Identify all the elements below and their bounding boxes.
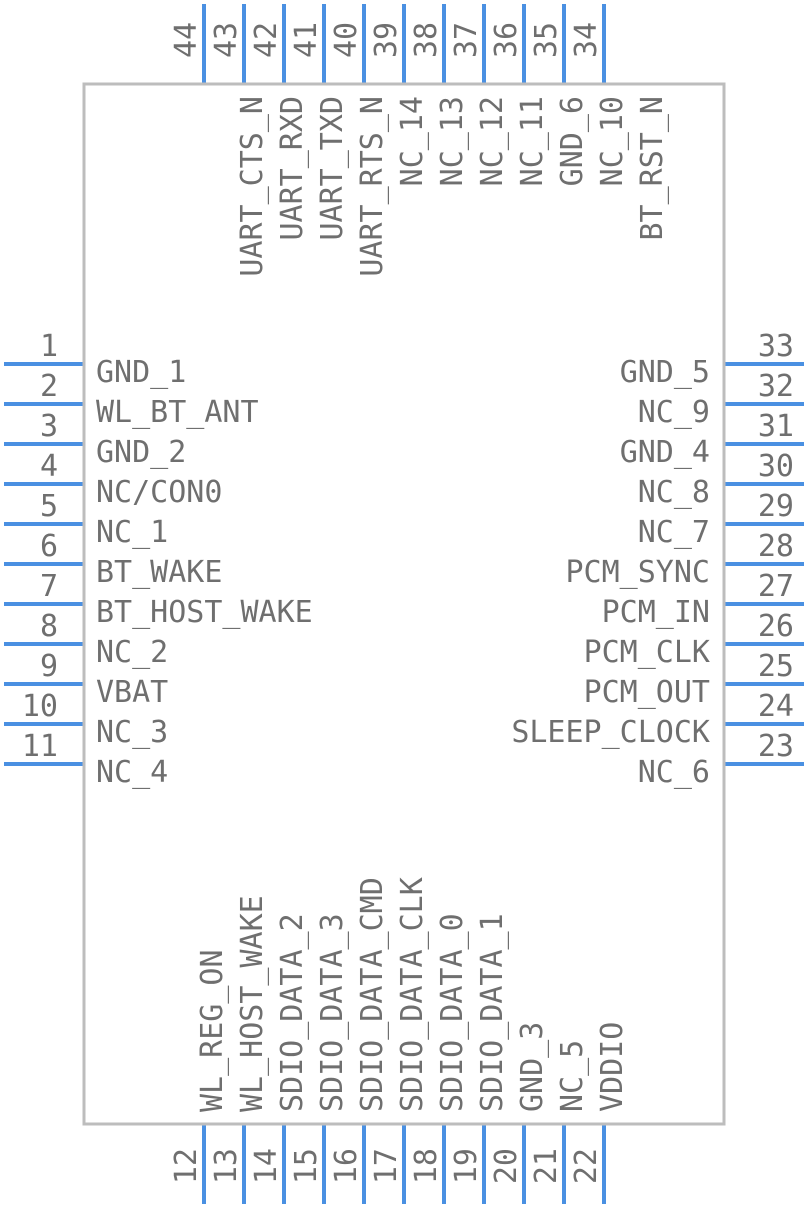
pin-label: SDIO_DATA_CLK [395, 877, 430, 1112]
pin-label: GND_6 [555, 96, 590, 186]
pin-label: PCM_SYNC [566, 555, 711, 590]
pin-label: SDIO_DATA_CMD [355, 877, 390, 1112]
pin-number: 32 [758, 369, 794, 404]
pin-label: BT_RST_N [635, 96, 670, 241]
pin-number: 24 [758, 689, 794, 724]
pin-number: 5 [40, 489, 58, 524]
pin-label: NC_10 [595, 96, 630, 186]
pin-label: NC_11 [515, 96, 550, 186]
pin-label: GND_2 [96, 435, 186, 470]
pin-label: NC_13 [435, 96, 470, 186]
pin-number: 39 [369, 22, 404, 58]
pin-number: 8 [40, 609, 58, 644]
pin-number: 43 [209, 22, 244, 58]
pin-number: 11 [22, 729, 58, 764]
pin-number: 16 [329, 1148, 364, 1184]
pin-label: NC_2 [96, 635, 168, 670]
pin-number: 10 [22, 689, 58, 724]
pin-label: GND_5 [620, 355, 710, 390]
pin-number: 14 [249, 1148, 284, 1184]
pin-label: SDIO_DATA_2 [275, 913, 310, 1112]
pin-number: 40 [329, 22, 364, 58]
pin-number: 30 [758, 449, 794, 484]
pin-number: 41 [289, 22, 324, 58]
pin-label: SDIO_DATA_1 [475, 913, 510, 1112]
pin-number: 1 [40, 329, 58, 364]
pin-label: SLEEP_CLOCK [511, 715, 710, 750]
pin-number: 18 [409, 1148, 444, 1184]
pin-number: 22 [569, 1148, 604, 1184]
pin-number: 26 [758, 609, 794, 644]
pin-label: WL_BT_ANT [96, 395, 259, 430]
pin-number: 38 [409, 22, 444, 58]
pin-number: 4 [40, 449, 58, 484]
pin-number: 29 [758, 489, 794, 524]
pin-label: VBAT [96, 675, 168, 710]
pin-number: 3 [40, 409, 58, 444]
pin-label: NC_6 [638, 755, 710, 790]
chip-body [82, 82, 726, 1126]
pin-number: 36 [489, 22, 524, 58]
pin-number: 17 [369, 1148, 404, 1184]
pin-number: 19 [449, 1148, 484, 1184]
pin-label: PCM_IN [602, 595, 710, 630]
pin-number: 44 [169, 22, 204, 58]
pin-label: NC_14 [395, 96, 430, 186]
pin-number: 15 [289, 1148, 324, 1184]
pin-number: 2 [40, 369, 58, 404]
pin-label: VDDIO [595, 1022, 630, 1112]
pin-number: 27 [758, 569, 794, 604]
pin-number: 13 [209, 1148, 244, 1184]
pin-number: 7 [40, 569, 58, 604]
pin-number: 6 [40, 529, 58, 564]
pin-label: NC_8 [638, 475, 710, 510]
pin-number: 23 [758, 729, 794, 764]
pin-number: 20 [489, 1148, 524, 1184]
pin-label: BT_WAKE [96, 555, 222, 590]
pin-label: NC_9 [638, 395, 710, 430]
pin-label: NC/CON0 [96, 475, 222, 510]
pin-number: 12 [169, 1148, 204, 1184]
pin-label: NC_5 [555, 1040, 590, 1112]
pin-number: 28 [758, 529, 794, 564]
pin-label: PCM_OUT [584, 675, 710, 710]
pin-label: NC_7 [638, 515, 710, 550]
pin-number: 31 [758, 409, 794, 444]
pin-label: NC_12 [475, 96, 510, 186]
pin-label: UART_TXD [315, 96, 350, 241]
pin-label: NC_3 [96, 715, 168, 750]
pin-label: NC_4 [96, 755, 168, 790]
pin-label: WL_HOST_WAKE [235, 895, 270, 1112]
pin-number: 35 [529, 22, 564, 58]
pin-number: 25 [758, 649, 794, 684]
pin-label: NC_1 [96, 515, 168, 550]
pin-number: 21 [529, 1148, 564, 1184]
pin-label: UART_CTS_N [235, 96, 270, 277]
pin-number: 33 [758, 329, 794, 364]
pin-label: WL_REG_ON [195, 949, 230, 1112]
pin-label: PCM_CLK [584, 635, 710, 670]
pin-label: GND_4 [620, 435, 710, 470]
pin-label: GND_1 [96, 355, 186, 390]
pin-label: UART_RXD [275, 96, 310, 241]
pin-label: SDIO_DATA_0 [435, 913, 470, 1112]
pin-label: GND_3 [515, 1022, 550, 1112]
pin-number: 9 [40, 649, 58, 684]
pin-number: 37 [449, 22, 484, 58]
pin-label: BT_HOST_WAKE [96, 595, 313, 630]
pin-number: 42 [249, 22, 284, 58]
pin-label: UART_RTS_N [355, 96, 390, 277]
pin-label: SDIO_DATA_3 [315, 913, 350, 1112]
pin-number: 34 [569, 22, 604, 58]
